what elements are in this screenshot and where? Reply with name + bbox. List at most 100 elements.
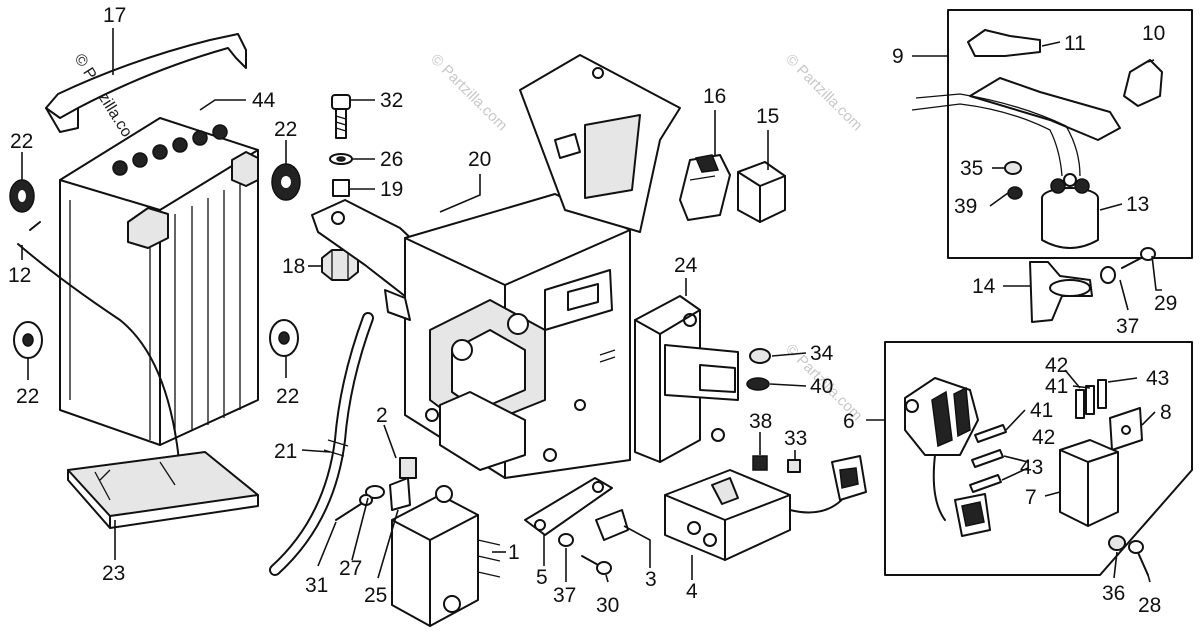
callout-17: 17 bbox=[103, 4, 126, 27]
nut-38 bbox=[752, 455, 768, 471]
watermark: © Partzilla.com bbox=[782, 51, 865, 134]
callout-22: 22 bbox=[16, 385, 39, 408]
battery-cushions bbox=[9, 163, 301, 359]
terminal-3 bbox=[595, 509, 629, 541]
screw-30 bbox=[581, 555, 612, 575]
callout-12: 12 bbox=[8, 264, 31, 287]
callout-31: 31 bbox=[305, 574, 328, 597]
washer-37b bbox=[1100, 266, 1116, 284]
callout-8: 8 bbox=[1160, 401, 1172, 424]
fuse-holder bbox=[904, 377, 979, 456]
callout-11: 11 bbox=[1064, 32, 1086, 55]
callout-22: 22 bbox=[276, 385, 299, 408]
relay-15 bbox=[737, 161, 786, 223]
washer-37 bbox=[558, 533, 574, 547]
nut-18 bbox=[321, 249, 359, 281]
bolt-32 bbox=[331, 94, 351, 139]
callout-3: 3 bbox=[645, 568, 657, 591]
callout-22: 22 bbox=[10, 130, 33, 153]
callout-34: 34 bbox=[810, 342, 834, 365]
callout-33: 33 bbox=[784, 427, 807, 450]
relay-16 bbox=[679, 154, 731, 221]
callout-44: 44 bbox=[252, 89, 276, 112]
nut-36 bbox=[1108, 535, 1126, 551]
callout-26: 26 bbox=[380, 148, 403, 171]
bracket-24 bbox=[634, 295, 739, 463]
cable-bracket bbox=[969, 77, 1121, 141]
callout-38: 38 bbox=[749, 410, 772, 433]
plate-5 bbox=[524, 477, 613, 536]
washer-40 bbox=[746, 377, 770, 391]
callout-labels: 17 44 22 22 12 22 22 23 32 26 19 18 20 2… bbox=[8, 4, 1177, 617]
watermark: © Partzilla.com bbox=[427, 51, 510, 134]
callout-40: 40 bbox=[810, 375, 833, 398]
callout-15: 15 bbox=[756, 105, 779, 128]
bolt-28 bbox=[1128, 540, 1149, 576]
collar-2 bbox=[399, 457, 417, 479]
callout-39: 39 bbox=[954, 195, 977, 218]
nut-33 bbox=[787, 459, 801, 473]
bushing-25 bbox=[389, 477, 411, 511]
screw-31 bbox=[335, 494, 373, 521]
cap-11 bbox=[967, 29, 1041, 57]
battery-tray bbox=[67, 451, 259, 529]
callout-41: 41 bbox=[1030, 399, 1053, 422]
callout-22: 22 bbox=[274, 118, 297, 141]
battery-terminal bbox=[127, 207, 169, 249]
callout-43: 43 bbox=[1020, 456, 1043, 479]
callout-36: 36 bbox=[1102, 582, 1125, 605]
callout-42: 42 bbox=[1032, 426, 1055, 449]
callout-2: 2 bbox=[376, 404, 388, 427]
solenoid-13 bbox=[1041, 173, 1099, 249]
rectifier-4 bbox=[664, 469, 791, 561]
callout-18: 18 bbox=[282, 255, 305, 278]
callout-1: 1 bbox=[508, 541, 520, 564]
collar-19 bbox=[332, 179, 350, 197]
callout-28: 28 bbox=[1138, 594, 1161, 617]
callout-24: 24 bbox=[674, 254, 698, 277]
vent-tube-21 bbox=[269, 312, 374, 576]
callout-20: 20 bbox=[468, 148, 491, 171]
fuses bbox=[969, 379, 1107, 493]
callout-35: 35 bbox=[960, 157, 983, 180]
callout-9: 9 bbox=[892, 45, 904, 68]
callout-41: 41 bbox=[1045, 375, 1068, 398]
callout-16: 16 bbox=[703, 85, 726, 108]
fuse-kit-box bbox=[884, 341, 1193, 576]
leader-lines bbox=[21, 28, 1162, 583]
callout-4: 4 bbox=[686, 580, 698, 603]
callout-43: 43 bbox=[1146, 367, 1169, 390]
solenoid-kit-box bbox=[911, 9, 1193, 259]
callout-6: 6 bbox=[843, 410, 855, 433]
callout-42: 42 bbox=[1045, 354, 1068, 377]
callout-14: 14 bbox=[972, 275, 996, 298]
battery-strap bbox=[45, 33, 247, 133]
callout-37: 37 bbox=[553, 584, 576, 607]
callout-30: 30 bbox=[596, 594, 619, 617]
callout-13: 13 bbox=[1126, 193, 1149, 216]
nut-39 bbox=[1007, 186, 1023, 200]
battery bbox=[59, 117, 259, 446]
clamp-14 bbox=[1029, 261, 1093, 323]
cap-10 bbox=[1123, 59, 1163, 107]
callout-37: 37 bbox=[1116, 315, 1139, 338]
callout-21: 21 bbox=[274, 440, 297, 463]
callout-29: 29 bbox=[1154, 292, 1177, 315]
callout-7: 7 bbox=[1025, 486, 1037, 509]
nut-35 bbox=[1004, 161, 1022, 175]
callout-25: 25 bbox=[364, 584, 387, 607]
nut-34 bbox=[749, 348, 771, 364]
callout-5: 5 bbox=[536, 566, 548, 589]
regulator-1 bbox=[391, 485, 501, 627]
callout-19: 19 bbox=[380, 178, 403, 201]
battery-caps bbox=[112, 124, 228, 176]
battery-box-20 bbox=[311, 54, 681, 479]
callout-27: 27 bbox=[339, 557, 362, 580]
callout-10: 10 bbox=[1142, 22, 1165, 45]
callout-32: 32 bbox=[380, 89, 403, 112]
callout-23: 23 bbox=[102, 562, 125, 585]
washer-27 bbox=[365, 485, 385, 499]
rectifier-connector bbox=[789, 455, 867, 514]
